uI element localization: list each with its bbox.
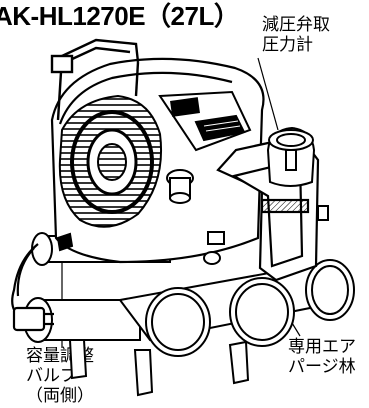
- front-air-tanks: [118, 259, 355, 357]
- model-title: AK-HL1270E（27L）: [0, 1, 240, 31]
- quick-couplers: [166, 169, 329, 265]
- pressure-gauge-label: 圧力計: [262, 35, 313, 55]
- power-cord: [11, 243, 54, 332]
- air-hose-label-line1: 専用エア: [288, 337, 356, 357]
- feet: [68, 339, 250, 397]
- cooling-grille: [58, 94, 163, 228]
- pressure-reducing-valve-label: 減圧弁取: [262, 15, 330, 35]
- pressure-gauge-icon: [266, 126, 316, 187]
- capacity-valve-label-line3: （両側）: [26, 386, 94, 406]
- capacity-valve-label-line2: バルブ: [26, 366, 77, 386]
- carry-handle: [50, 38, 140, 121]
- capacity-valve-icon: [56, 232, 74, 252]
- air-hose-label-line2: パージ林: [288, 357, 356, 377]
- control-panel: [158, 90, 252, 152]
